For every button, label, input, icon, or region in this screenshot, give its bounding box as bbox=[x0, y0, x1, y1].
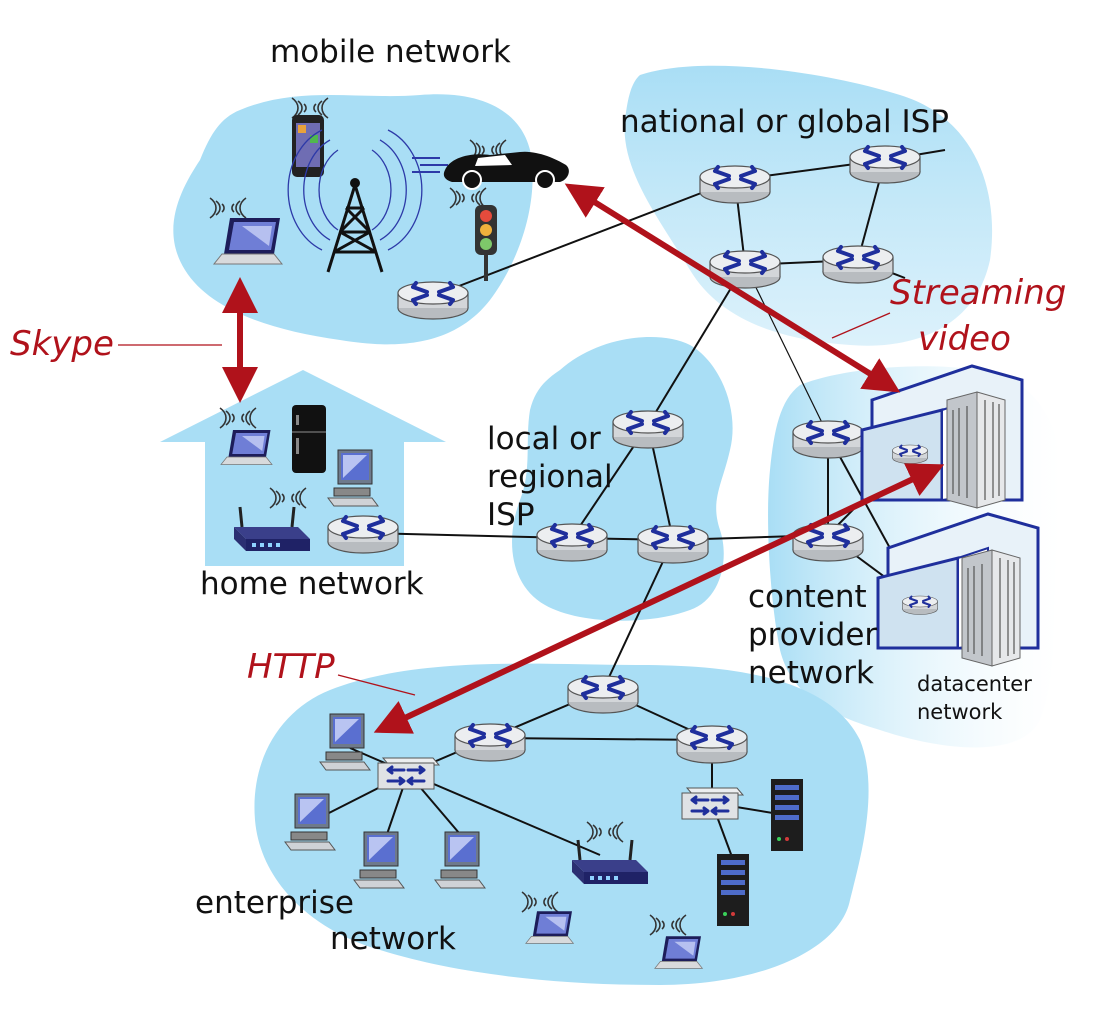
server-icon bbox=[717, 854, 749, 926]
datacenter-label-line1: datacenter bbox=[917, 672, 1032, 696]
router-icon bbox=[326, 514, 400, 555]
content-provider-label-line2: provider bbox=[748, 617, 878, 653]
router-icon bbox=[791, 419, 865, 460]
smartphone-icon bbox=[291, 97, 329, 177]
content-provider-label-line1: content bbox=[748, 579, 867, 615]
cell-tower-icon bbox=[287, 129, 423, 273]
router-icon bbox=[535, 522, 609, 563]
router-icon bbox=[611, 409, 685, 450]
server-icon bbox=[771, 779, 803, 851]
streaming-label-line2: video bbox=[918, 319, 1011, 359]
local-isp-label-line3: ISP bbox=[487, 497, 535, 533]
enterprise-label-line2: network bbox=[330, 921, 456, 957]
local-isp-label-line1: local or bbox=[487, 421, 601, 457]
http-leader bbox=[337, 674, 416, 696]
datacenter-label-line2: network bbox=[917, 700, 1003, 724]
http-label: HTTP bbox=[247, 647, 335, 687]
fridge-icon bbox=[292, 405, 326, 473]
switch-icon bbox=[376, 756, 441, 791]
mobile-network-label: mobile network bbox=[270, 34, 511, 70]
router-icon bbox=[566, 674, 640, 715]
router-icon bbox=[396, 280, 470, 321]
router-icon bbox=[698, 164, 772, 205]
switch-icon bbox=[680, 786, 745, 821]
router-icon bbox=[636, 524, 710, 565]
enterprise-label-line1: enterprise bbox=[195, 885, 354, 921]
streaming-label-line1: Streaming bbox=[890, 273, 1067, 313]
car-icon bbox=[412, 139, 569, 190]
http-arrow bbox=[373, 463, 945, 734]
national-isp-label: national or global ISP bbox=[620, 104, 949, 140]
traffic-light-icon bbox=[449, 187, 497, 281]
router-icon bbox=[821, 244, 895, 285]
router-icon bbox=[453, 722, 527, 763]
router-icon bbox=[848, 144, 922, 185]
local-isp-label-line2: regional bbox=[487, 459, 613, 495]
skype-label: Skype bbox=[10, 324, 114, 364]
streaming-arrow bbox=[564, 183, 901, 393]
home-network-label: home network bbox=[200, 566, 424, 602]
router-icon bbox=[675, 724, 749, 765]
streaming-leader bbox=[831, 312, 891, 339]
content-provider-label-line3: network bbox=[748, 655, 874, 691]
